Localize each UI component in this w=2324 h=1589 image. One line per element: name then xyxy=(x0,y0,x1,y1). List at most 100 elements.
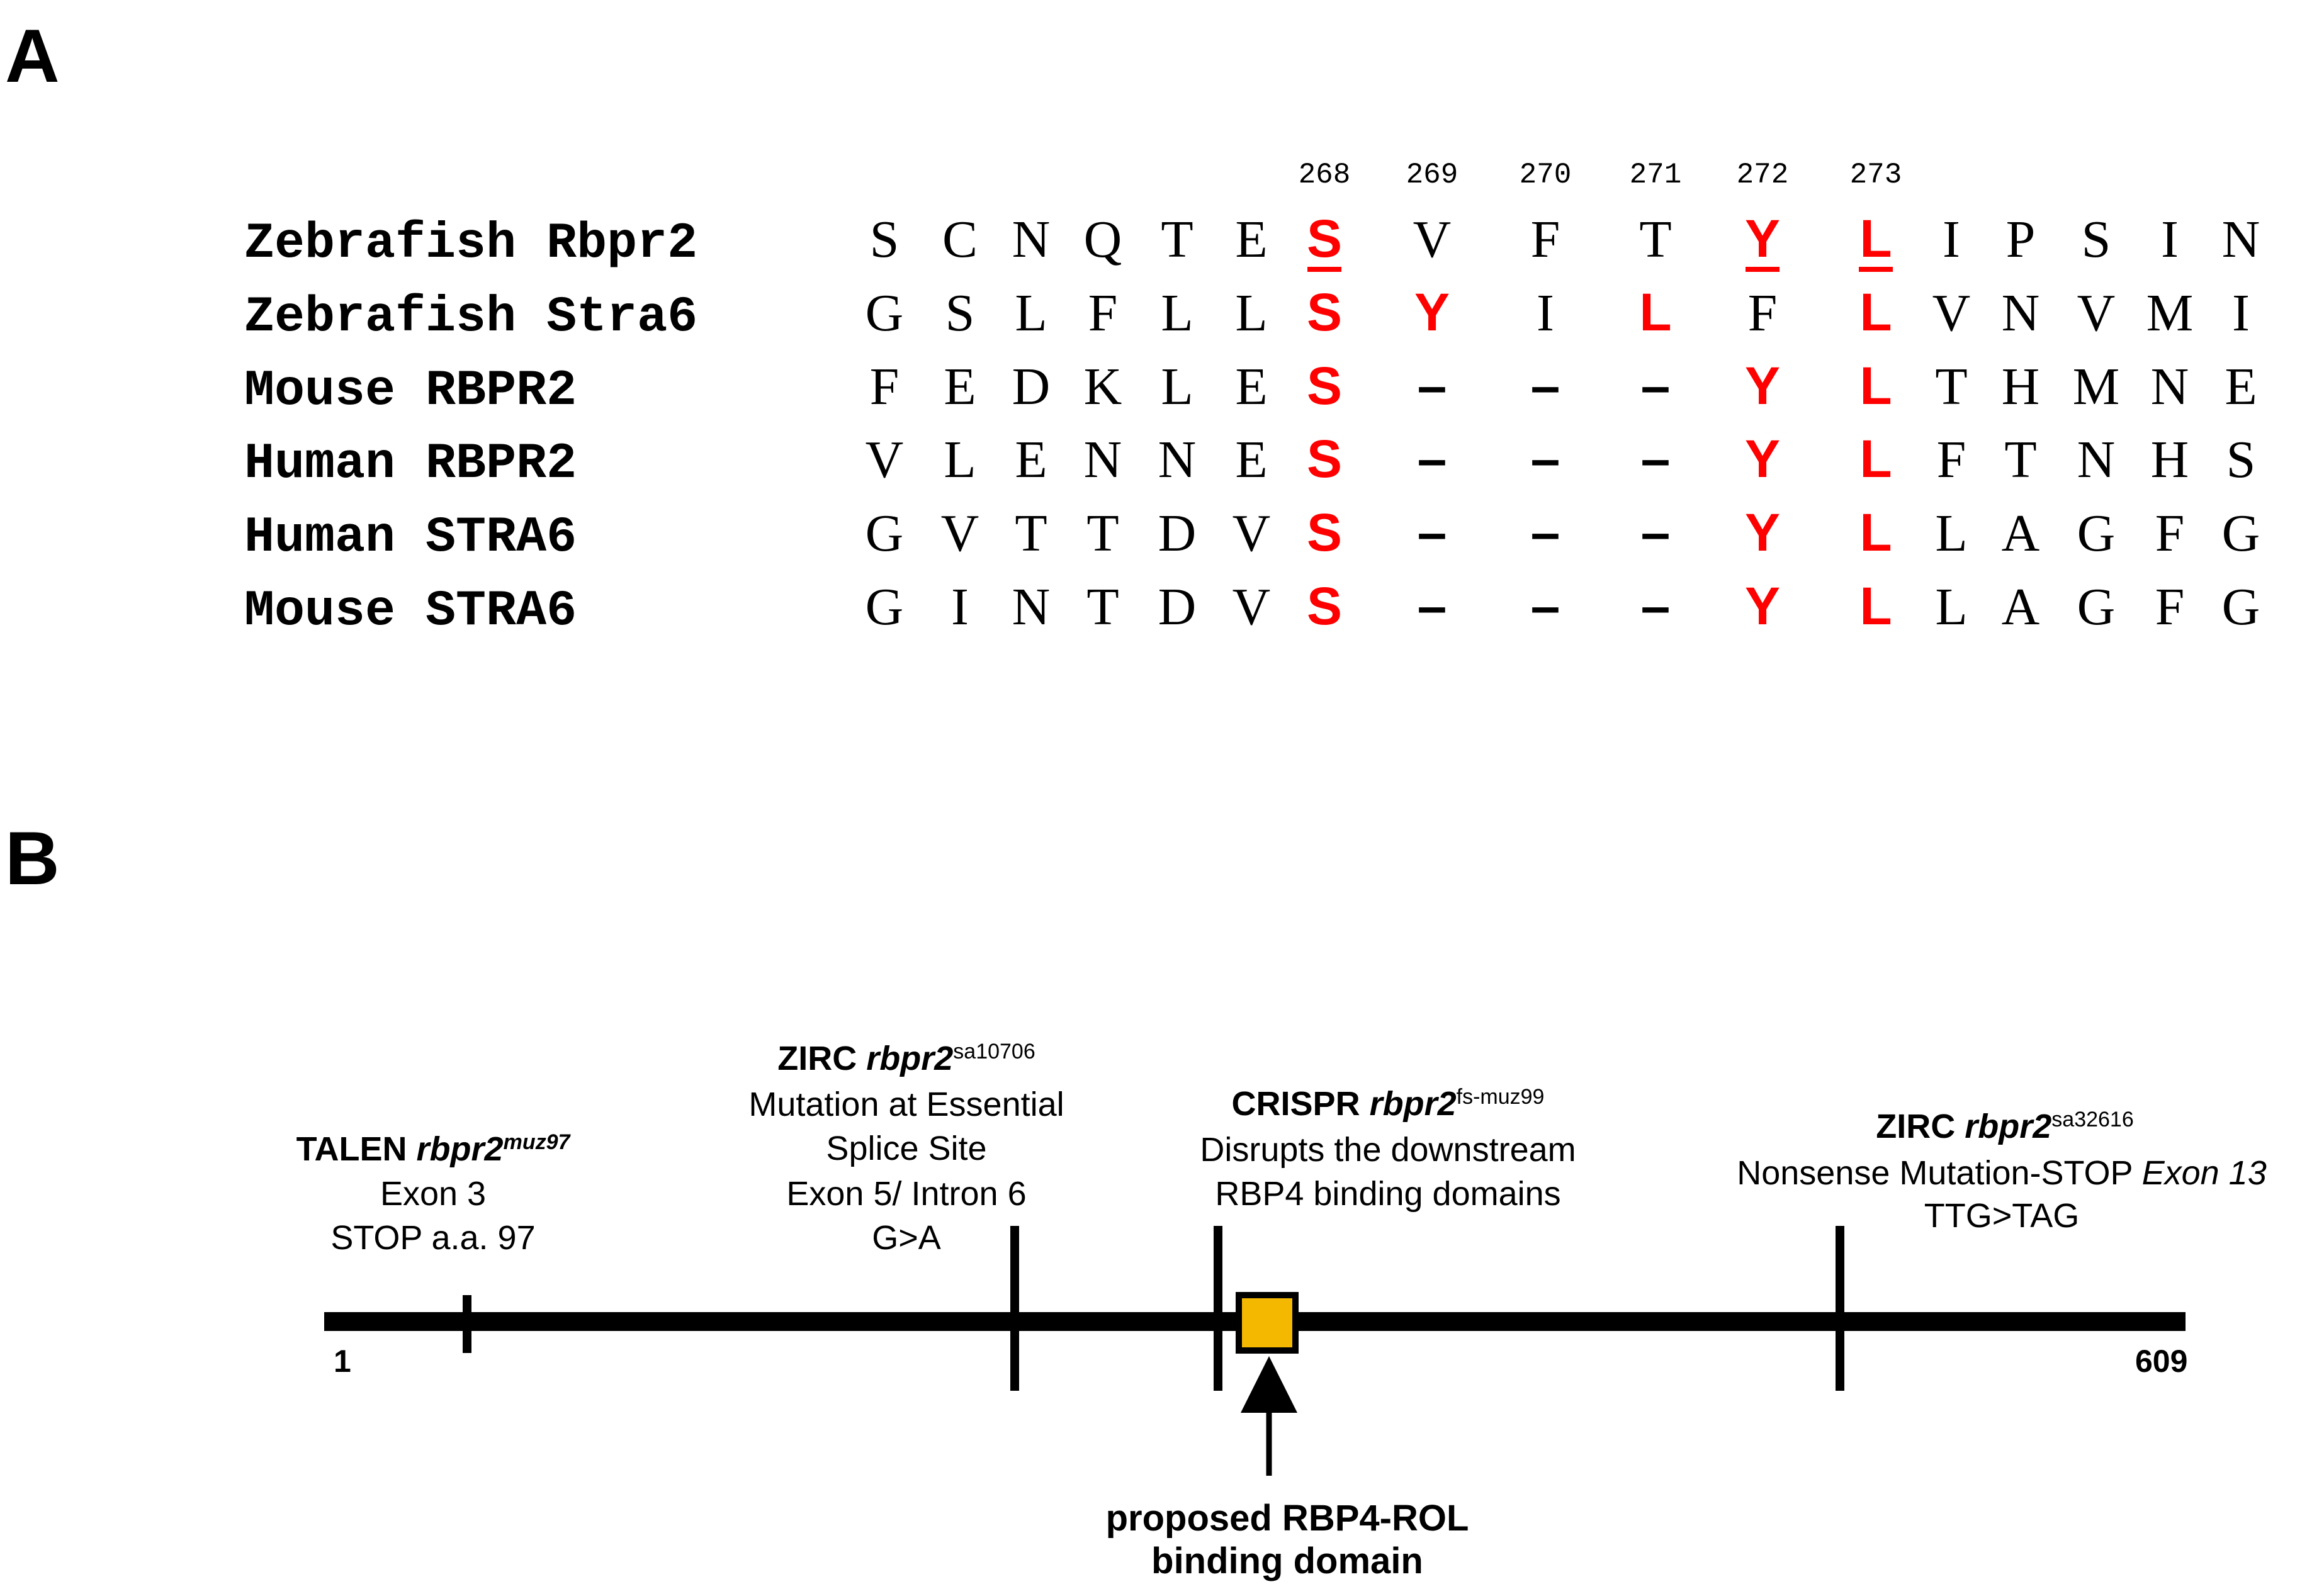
residue: G xyxy=(2077,578,2116,636)
residue: S xyxy=(2082,210,2111,269)
residue: T xyxy=(1086,578,1119,636)
residue: S xyxy=(1307,209,1342,268)
residue: N xyxy=(1158,430,1197,489)
residue: N xyxy=(2151,357,2189,416)
residue: L xyxy=(1935,504,1967,563)
residue: I xyxy=(1943,210,1960,269)
talen-title: TALEN rbpr2muz97 xyxy=(296,1130,572,1168)
residue: F xyxy=(2155,578,2185,636)
residue: F xyxy=(1748,284,1778,342)
residue: E xyxy=(944,357,976,416)
residue: N xyxy=(1012,578,1051,636)
residue: V xyxy=(1233,504,1271,563)
residue: G xyxy=(866,578,904,636)
residue: Y xyxy=(1745,576,1780,636)
zirc-sa10706-line3: Splice Site xyxy=(826,1130,986,1167)
species-name: Mouse STRA6 xyxy=(244,583,577,640)
zirc-sa32616-line3: TTG>TAG xyxy=(1924,1197,2080,1235)
residue: S xyxy=(2226,430,2256,489)
residue: C xyxy=(942,210,978,269)
residue: S xyxy=(945,284,975,342)
residue: Y xyxy=(1414,283,1450,342)
residue: N xyxy=(2222,210,2260,269)
residue: I xyxy=(2232,284,2250,342)
residue: F xyxy=(1088,284,1118,342)
residue: I xyxy=(1537,284,1554,342)
residue: H xyxy=(2002,357,2040,416)
residue: L xyxy=(1859,576,1892,636)
residue: T xyxy=(1086,504,1119,563)
residue: V xyxy=(941,504,979,563)
residue: L xyxy=(944,430,976,489)
residue: L xyxy=(1859,356,1892,415)
residue: E xyxy=(2225,357,2257,416)
alignment-gap: – xyxy=(1531,503,1560,562)
alignment-gap: – xyxy=(1531,576,1560,636)
residue: Y xyxy=(1745,429,1780,488)
residue: S xyxy=(1307,576,1342,636)
crispr-annotation: CRISPR rbpr2fs-muz99 Disrupts the downst… xyxy=(1200,1085,1576,1213)
residue: F xyxy=(1531,210,1560,269)
talen-stop: STOP a.a. 97 xyxy=(330,1219,535,1257)
residue: T xyxy=(2004,430,2036,489)
species-name: Mouse RBPR2 xyxy=(244,362,577,420)
residue: N xyxy=(1012,210,1051,269)
residue: G xyxy=(2077,504,2116,563)
alignment-gap: – xyxy=(1418,576,1447,636)
alignment-gap: – xyxy=(1418,503,1447,562)
position-number-272: 272 xyxy=(1737,159,1789,191)
alignment-gap: – xyxy=(1531,356,1560,415)
residue: T xyxy=(1015,504,1047,563)
residue: G xyxy=(866,504,904,563)
residue: Y xyxy=(1745,503,1780,562)
residue: E xyxy=(1235,430,1267,489)
zirc-sa10706-line5: G>A xyxy=(872,1219,941,1257)
residue: T xyxy=(1639,210,1671,269)
panel-b-label: B xyxy=(5,816,60,901)
residue: D xyxy=(1012,357,1051,416)
alignment-gap: – xyxy=(1641,356,1671,415)
residue: A xyxy=(2002,504,2040,563)
residue: N xyxy=(1084,430,1122,489)
talen-exon: Exon 3 xyxy=(380,1175,486,1213)
residue: P xyxy=(2006,210,2036,269)
species-name: Human STRA6 xyxy=(244,509,577,566)
residue: G xyxy=(2222,578,2260,636)
residue: L xyxy=(1859,429,1892,488)
zirc-sa32616-annotation: ZIRC rbpr2sa32616 Nonsense Mutation-STOP… xyxy=(1737,1108,2267,1235)
residue: F xyxy=(2155,504,2185,563)
species-name: Human RBPR2 xyxy=(244,435,577,493)
residue: L xyxy=(1161,284,1193,342)
position-number-268: 268 xyxy=(1299,159,1351,191)
residue: L xyxy=(1639,283,1671,342)
residue: M xyxy=(2146,284,2194,342)
crispr-title: CRISPR rbpr2fs-muz99 xyxy=(1232,1085,1545,1123)
residue: Y xyxy=(1745,356,1780,415)
talen-annotation: TALEN rbpr2muz97 Exon 3 STOP a.a. 97 xyxy=(296,1130,572,1257)
position-number-270: 270 xyxy=(1520,159,1572,191)
residue: M xyxy=(2073,357,2120,416)
residue: A xyxy=(2002,578,2040,636)
sequence-end-label: 609 xyxy=(2135,1344,2187,1379)
residue: N xyxy=(2077,430,2116,489)
zirc-sa10706-line4: Exon 5/ Intron 6 xyxy=(786,1175,1026,1213)
residue: H xyxy=(2151,430,2189,489)
position-number-271: 271 xyxy=(1630,159,1682,191)
alignment-gap: – xyxy=(1531,429,1560,488)
crispr-line2: Disrupts the downstream xyxy=(1200,1131,1576,1169)
residue: V xyxy=(866,430,904,489)
residue: F xyxy=(870,357,900,416)
residue: L xyxy=(1015,284,1047,342)
zirc-sa32616-line2: Nonsense Mutation-STOP Exon 13 xyxy=(1737,1154,2267,1192)
residue: S xyxy=(1307,429,1342,488)
residue: D xyxy=(1158,504,1197,563)
residue: L xyxy=(1235,284,1267,342)
